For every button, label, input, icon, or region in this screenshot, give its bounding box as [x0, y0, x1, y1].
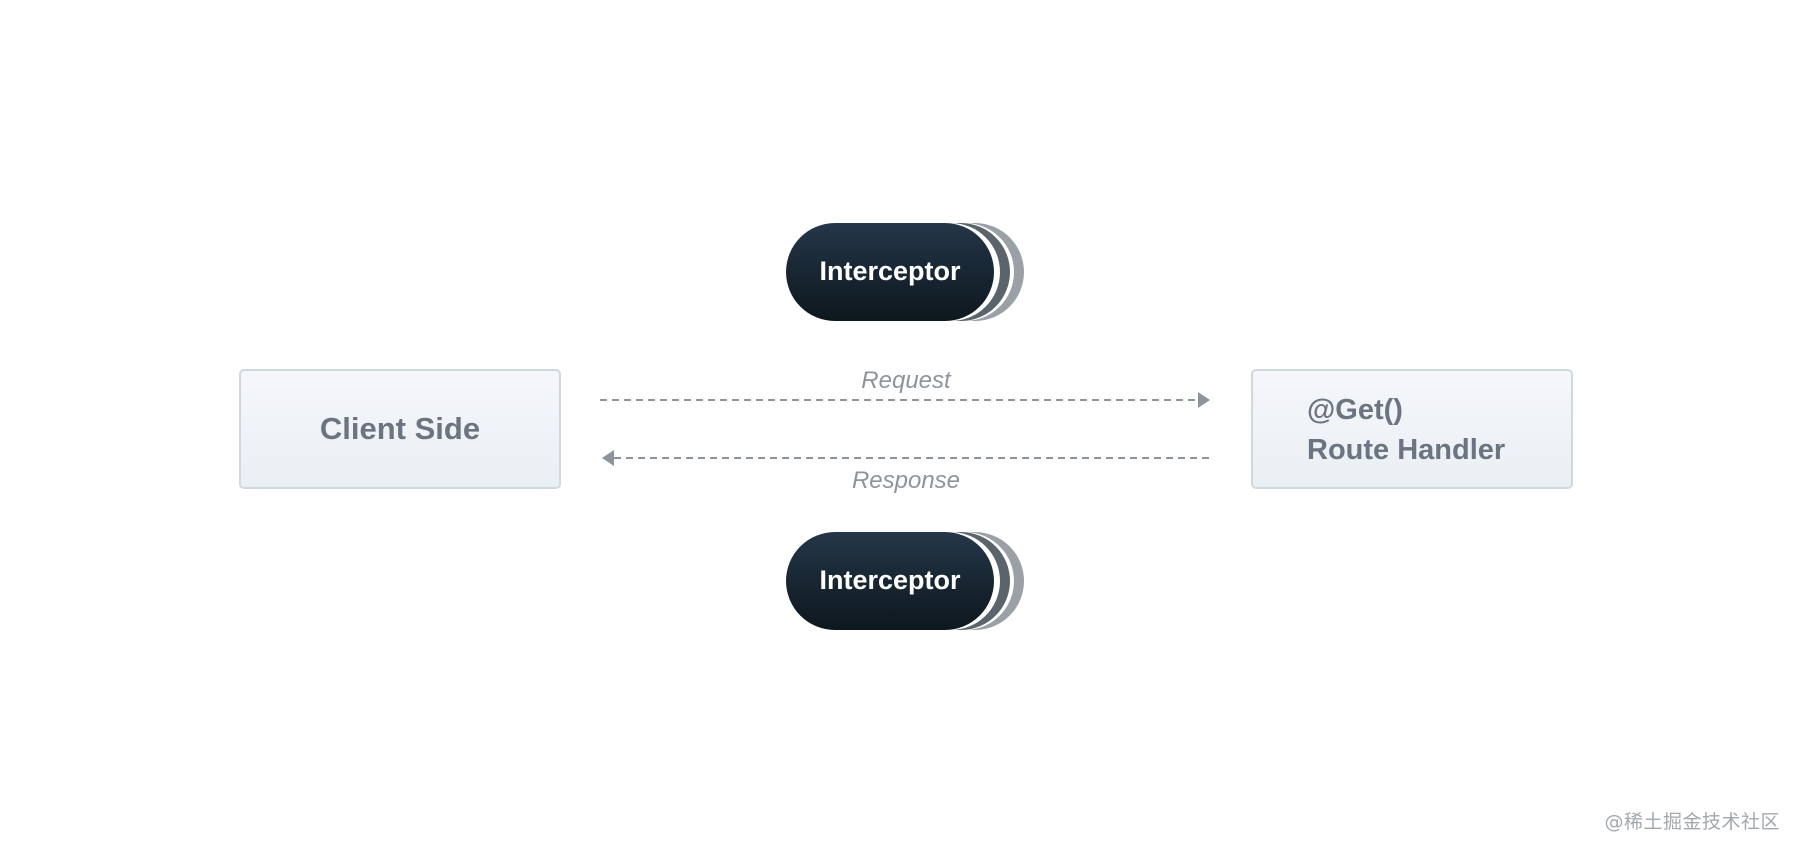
interceptor-bottom-label: Interceptor — [819, 565, 961, 595]
route-handler-box: @Get() Route Handler — [1251, 369, 1573, 489]
request-arrowhead-icon — [1198, 392, 1210, 408]
watermark: @稀土掘金技术社区 — [1604, 811, 1780, 833]
response-label: Response — [852, 467, 960, 494]
interceptor-top: Interceptor — [786, 223, 1024, 321]
route-handler-label: Route Handler — [1307, 434, 1505, 466]
get-decorator-label: @Get() — [1307, 394, 1403, 426]
client-side-label: Client Side — [320, 411, 480, 446]
response-arrowhead-icon — [602, 450, 614, 466]
interceptor-top-label: Interceptor — [819, 256, 961, 286]
client-side-box: Client Side — [239, 369, 561, 489]
interceptor-bottom: Interceptor — [786, 532, 1024, 630]
response-arrow: Response — [602, 450, 1212, 494]
request-label: Request — [861, 367, 952, 394]
interceptor-top-pill — [786, 223, 994, 321]
request-arrow: Request — [600, 367, 1210, 408]
interceptor-bottom-pill — [786, 532, 994, 630]
